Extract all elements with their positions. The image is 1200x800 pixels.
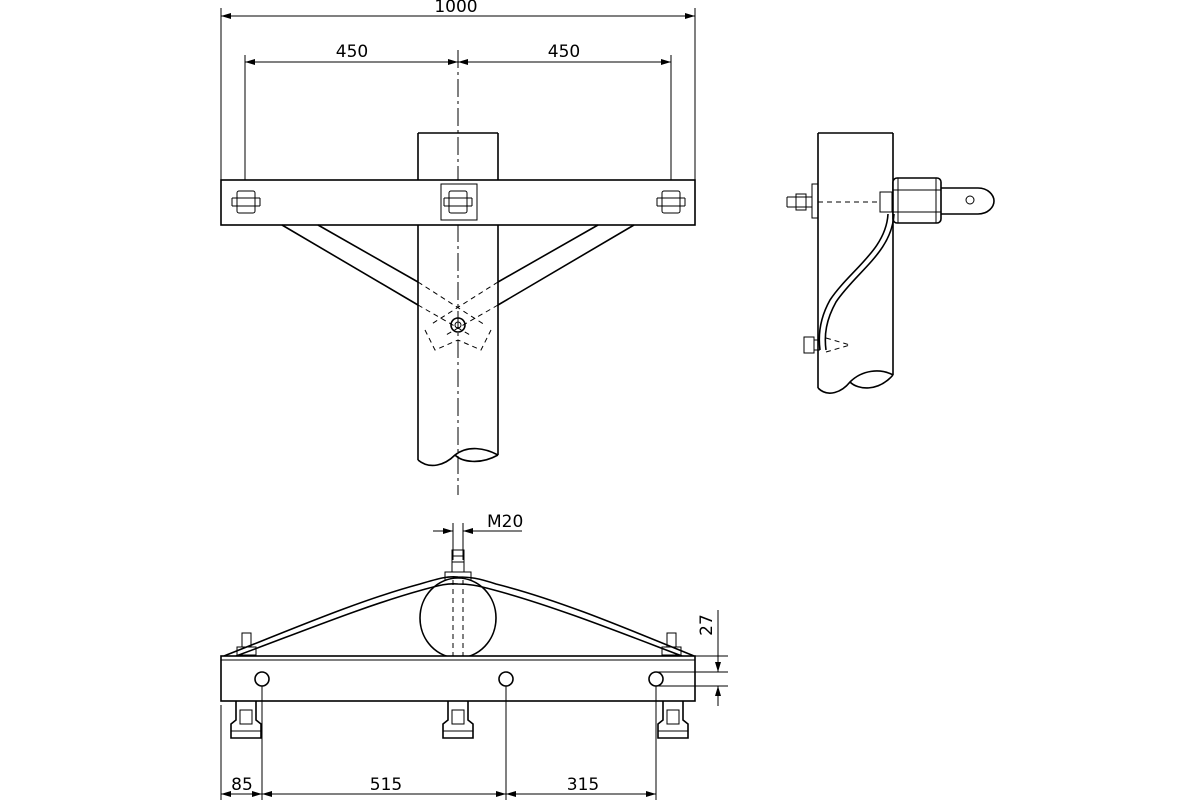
bottom-strap [223, 575, 695, 657]
side-strap [803, 213, 895, 354]
dim-label-b: 515 [370, 775, 402, 795]
bolt-center [443, 190, 473, 214]
bolt-left [231, 190, 261, 214]
side-through-bolt [786, 183, 893, 219]
dim-label-a: 85 [231, 775, 253, 795]
crossarm [220, 179, 696, 226]
bottom-bolt-right [661, 632, 682, 656]
bottom-bolt-left [236, 632, 257, 656]
dimension-thread: M20 [433, 512, 523, 560]
dimension-bolt-spacing: 450 450 [244, 42, 672, 190]
center-plate [440, 183, 478, 221]
dim-label-overall: 1000 [434, 0, 477, 17]
brace-right [429, 224, 635, 336]
hanger-right [657, 701, 689, 739]
dim-label-thread: M20 [487, 512, 523, 532]
dim-label-right: 450 [548, 42, 580, 62]
dimension-hole-spacing: 85 515 315 [220, 686, 657, 800]
hanger-left [230, 701, 262, 739]
side-view [786, 132, 995, 394]
dimension-overall-width: 1000 [220, 0, 696, 180]
dim-label-left: 450 [336, 42, 368, 62]
front-view: 1000 450 450 [220, 0, 696, 495]
bolt-right [656, 190, 686, 214]
pole-section [419, 577, 497, 659]
brace-clamp-hidden [424, 317, 492, 351]
side-insulator-fitting [892, 177, 995, 224]
dim-label-height: 27 [697, 614, 717, 636]
bottom-crossarm [220, 655, 696, 702]
hanger-center [442, 701, 474, 739]
dimension-height: 27 [656, 610, 728, 706]
dim-label-c: 315 [567, 775, 599, 795]
bottom-top-bolt [444, 549, 472, 581]
bottom-view: M20 [220, 512, 728, 800]
side-pole [817, 132, 894, 394]
brace-left [281, 224, 486, 336]
